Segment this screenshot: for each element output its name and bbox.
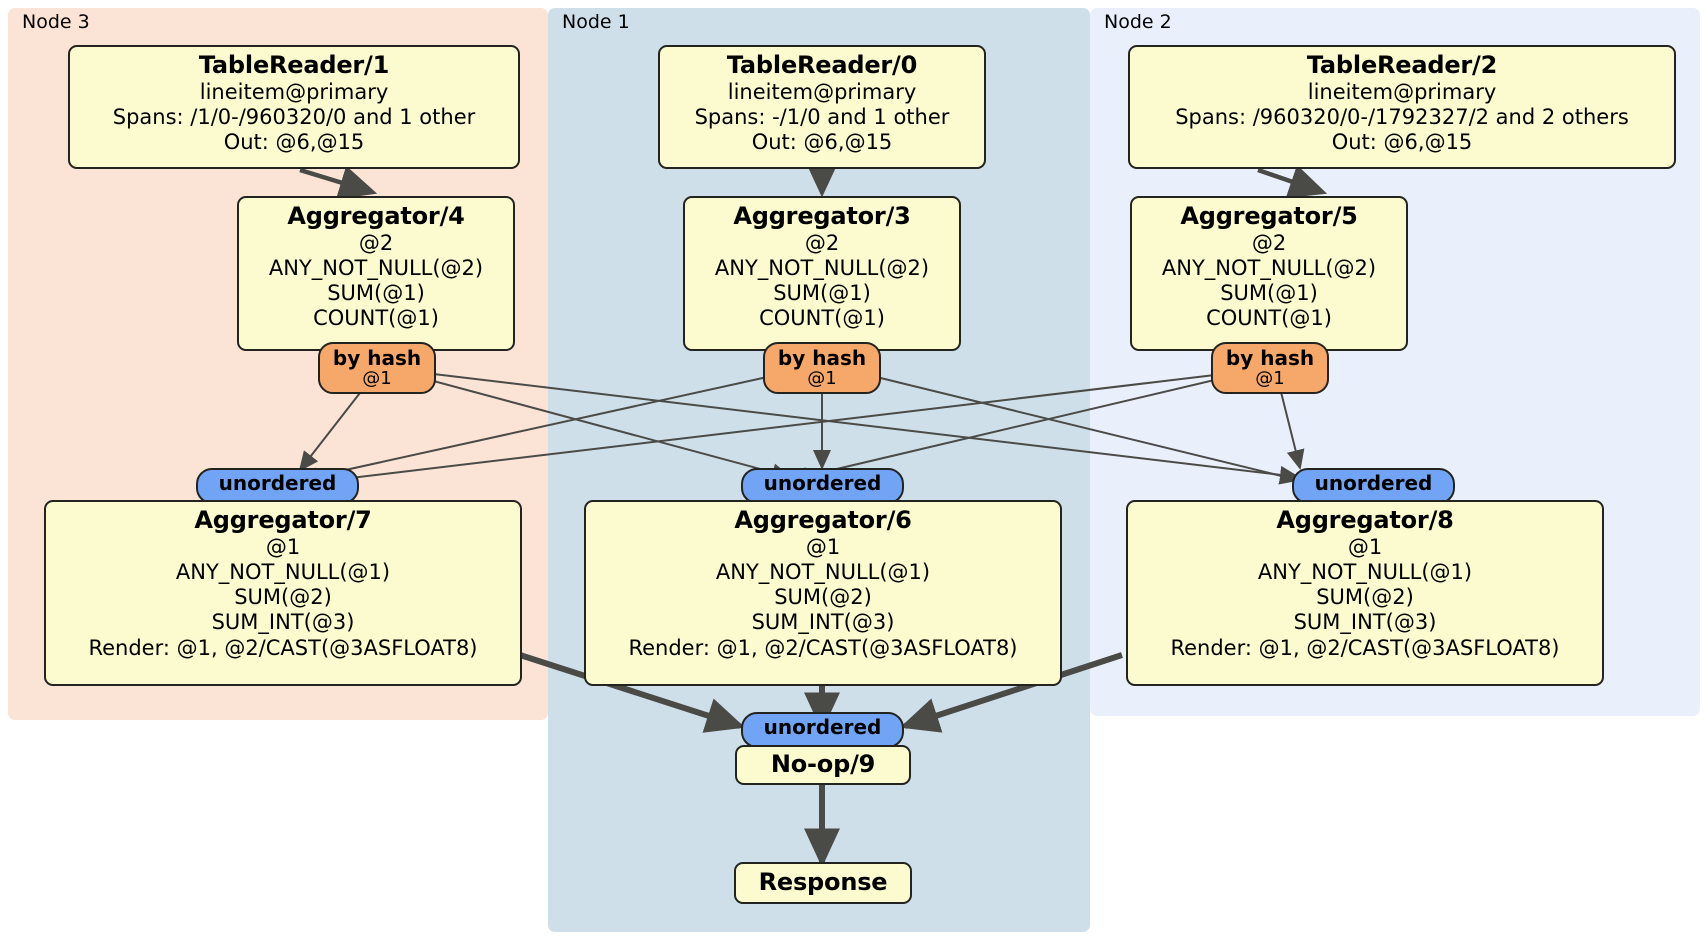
router-badge-title: by hash	[777, 346, 867, 370]
processor-line: COUNT(@1)	[759, 306, 885, 331]
processor-line: SUM_INT(@3)	[1293, 610, 1437, 635]
processor-line: ANY_NOT_NULL(@2)	[1161, 255, 1377, 280]
receiver-badge-unordered-node1[interactable]: unordered	[741, 468, 904, 504]
processor-line: Spans: /1/0-/960320/0 and 1 other	[112, 104, 476, 129]
receiver-badge-unordered-final[interactable]: unordered	[741, 712, 904, 748]
processor-title: No-op/9	[770, 750, 876, 778]
processor-line: Render: @1, @2/CAST(@3ASFLOAT8)	[88, 635, 478, 660]
receiver-badge-unordered-node3[interactable]: unordered	[196, 468, 359, 504]
node-label-node2: Node 2	[1104, 11, 1172, 33]
router-badge-by-hash-node1[interactable]: by hash @1	[763, 342, 881, 394]
router-badge-by-hash-node3[interactable]: by hash @1	[318, 342, 436, 394]
node-label-node1: Node 1	[562, 11, 630, 33]
processor-aggregator-5[interactable]: Aggregator/5 @2 ANY_NOT_NULL(@2) SUM(@1)…	[1130, 196, 1408, 351]
processor-line: lineitem@primary	[727, 79, 917, 104]
processor-title: TableReader/0	[726, 51, 918, 79]
processor-line: Out: @6,@15	[223, 130, 365, 155]
processor-line: ANY_NOT_NULL(@1)	[1257, 559, 1473, 584]
processor-line: @1	[265, 534, 301, 559]
processor-line: Out: @6,@15	[751, 130, 893, 155]
processor-line: Out: @6,@15	[1331, 130, 1473, 155]
processor-aggregator-4[interactable]: Aggregator/4 @2 ANY_NOT_NULL(@2) SUM(@1)…	[237, 196, 515, 351]
processor-line: Spans: /960320/0-/1792327/2 and 2 others	[1175, 104, 1629, 129]
processor-line: lineitem@primary	[1307, 79, 1497, 104]
processor-line: Render: @1, @2/CAST(@3ASFLOAT8)	[1170, 635, 1560, 660]
processor-line: @2	[1251, 230, 1287, 255]
router-badge-column: @1	[1255, 368, 1285, 389]
receiver-badge-title: unordered	[763, 715, 882, 739]
router-badge-column: @1	[362, 368, 392, 389]
processor-title: Aggregator/5	[1180, 202, 1358, 230]
processor-table-reader-0[interactable]: TableReader/0 lineitem@primary Spans: -/…	[658, 45, 986, 169]
processor-table-reader-2[interactable]: TableReader/2 lineitem@primary Spans: /9…	[1128, 45, 1676, 169]
processor-title: Aggregator/8	[1276, 506, 1454, 534]
processor-title: Response	[758, 868, 888, 896]
processor-aggregator-7[interactable]: Aggregator/7 @1 ANY_NOT_NULL(@1) SUM(@2)…	[44, 500, 522, 686]
receiver-badge-title: unordered	[218, 471, 337, 495]
receiver-badge-title: unordered	[763, 471, 882, 495]
router-badge-column: @1	[807, 368, 837, 389]
receiver-badge-unordered-node2[interactable]: unordered	[1292, 468, 1455, 504]
processor-aggregator-6[interactable]: Aggregator/6 @1 ANY_NOT_NULL(@1) SUM(@2)…	[584, 500, 1062, 686]
processor-line: lineitem@primary	[199, 79, 389, 104]
processor-aggregator-8[interactable]: Aggregator/8 @1 ANY_NOT_NULL(@1) SUM(@2)…	[1126, 500, 1604, 686]
processor-line: Render: @1, @2/CAST(@3ASFLOAT8)	[628, 635, 1018, 660]
processor-line: ANY_NOT_NULL(@1)	[175, 559, 391, 584]
processor-line: SUM(@2)	[234, 585, 332, 610]
processor-line: @1	[805, 534, 841, 559]
processor-table-reader-1[interactable]: TableReader/1 lineitem@primary Spans: /1…	[68, 45, 520, 169]
processor-line: SUM(@2)	[774, 585, 872, 610]
processor-line: @2	[358, 230, 394, 255]
processor-line: COUNT(@1)	[1206, 306, 1332, 331]
processor-line: ANY_NOT_NULL(@1)	[715, 559, 931, 584]
processor-response[interactable]: Response	[734, 862, 912, 904]
processor-title: TableReader/2	[1306, 51, 1498, 79]
processor-title: TableReader/1	[198, 51, 390, 79]
processor-title: Aggregator/3	[733, 202, 911, 230]
processor-line: @1	[1347, 534, 1383, 559]
processor-title: Aggregator/4	[287, 202, 465, 230]
receiver-badge-title: unordered	[1314, 471, 1433, 495]
processor-line: ANY_NOT_NULL(@2)	[714, 255, 930, 280]
processor-line: SUM(@1)	[1220, 281, 1318, 306]
processor-line: @2	[804, 230, 840, 255]
processor-line: COUNT(@1)	[313, 306, 439, 331]
processor-line: SUM(@1)	[773, 281, 871, 306]
processor-line: SUM(@1)	[327, 281, 425, 306]
processor-line: SUM_INT(@3)	[211, 610, 355, 635]
processor-aggregator-3[interactable]: Aggregator/3 @2 ANY_NOT_NULL(@2) SUM(@1)…	[683, 196, 961, 351]
node-label-node3: Node 3	[22, 11, 90, 33]
router-badge-title: by hash	[1225, 346, 1315, 370]
processor-line: ANY_NOT_NULL(@2)	[268, 255, 484, 280]
processor-line: Spans: -/1/0 and 1 other	[694, 104, 950, 129]
processor-title: Aggregator/7	[194, 506, 372, 534]
processor-noop-9[interactable]: No-op/9	[735, 745, 911, 785]
processor-line: SUM(@2)	[1316, 585, 1414, 610]
router-badge-title: by hash	[332, 346, 422, 370]
processor-line: SUM_INT(@3)	[751, 610, 895, 635]
router-badge-by-hash-node2[interactable]: by hash @1	[1211, 342, 1329, 394]
processor-title: Aggregator/6	[734, 506, 912, 534]
